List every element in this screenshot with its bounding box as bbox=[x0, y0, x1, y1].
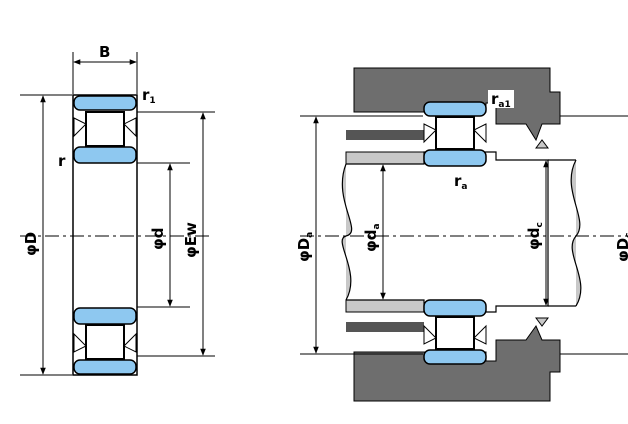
right-top-bearing bbox=[423, 101, 487, 167]
rt-inner-ring bbox=[423, 149, 487, 167]
rt-roller bbox=[435, 116, 475, 150]
bottom-roller-assembly bbox=[73, 307, 137, 375]
right-bottom-bearing bbox=[423, 299, 487, 365]
label-edge-diameter: φDc bbox=[614, 232, 628, 262]
label-outer-diameter: φD bbox=[22, 232, 40, 256]
right-assembly-view: φDa φda φdc ra1 ra φDc bbox=[295, 67, 628, 402]
label-bore: φd bbox=[149, 228, 167, 250]
rb-roller bbox=[435, 316, 475, 350]
shaft-break-right bbox=[570, 159, 582, 307]
label-shaft-diameter: φda bbox=[362, 223, 382, 252]
shaft-break-left bbox=[341, 163, 353, 301]
left-bearing-view: B φD φd φEw r1 r bbox=[20, 43, 215, 376]
rt-cage-right bbox=[473, 123, 487, 144]
rt-cage-left bbox=[423, 123, 437, 144]
bottom-shaft-shoulder bbox=[345, 299, 425, 313]
label-raceway: φEw bbox=[182, 222, 200, 258]
bottom-fillet bbox=[535, 317, 549, 327]
rb-cage-left bbox=[423, 324, 437, 345]
top-roller-assembly bbox=[73, 95, 137, 164]
top-fillet bbox=[535, 139, 549, 149]
bottom-spacer bbox=[346, 322, 424, 332]
top-roller bbox=[85, 111, 125, 147]
label-collar-diameter: φdc bbox=[525, 222, 545, 250]
rt-outer-ring bbox=[423, 101, 487, 117]
top-spacer bbox=[346, 130, 424, 140]
label-ra: ra bbox=[454, 172, 467, 192]
top-cage-right bbox=[123, 117, 137, 138]
bottom-roller bbox=[85, 324, 125, 360]
left-bearing-outline bbox=[72, 94, 138, 376]
bottom-cage-left bbox=[73, 332, 87, 353]
top-shaft-shoulder bbox=[345, 151, 425, 165]
bottom-inner-ring bbox=[73, 307, 137, 325]
top-outer-ring bbox=[73, 95, 137, 111]
rb-cage-right bbox=[473, 324, 487, 345]
rb-outer-ring bbox=[423, 349, 487, 365]
label-b: B bbox=[99, 43, 110, 61]
ra1-label-bg bbox=[488, 90, 514, 108]
label-ra1: ra1 bbox=[491, 90, 511, 110]
top-inner-ring bbox=[73, 146, 137, 164]
label-housing-bore: φDa bbox=[295, 232, 315, 262]
label-r1: r1 bbox=[142, 86, 156, 106]
bottom-cage-right bbox=[123, 332, 137, 353]
top-cage-left bbox=[73, 117, 87, 138]
rb-inner-ring bbox=[423, 299, 487, 317]
bottom-outer-ring bbox=[73, 359, 137, 375]
label-r: r bbox=[58, 152, 66, 170]
